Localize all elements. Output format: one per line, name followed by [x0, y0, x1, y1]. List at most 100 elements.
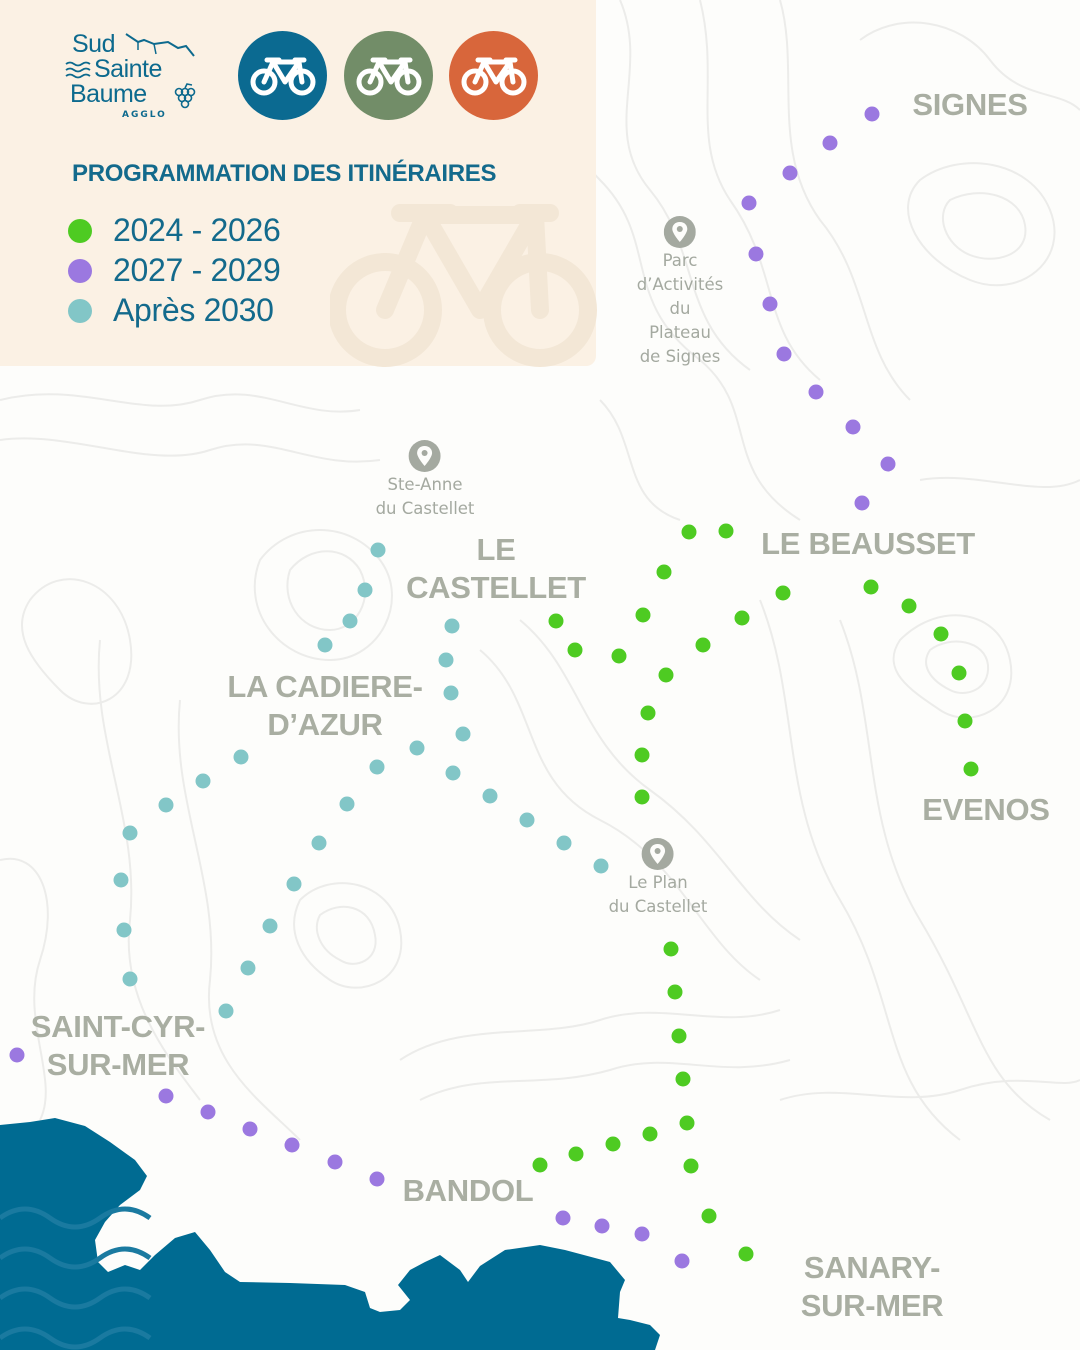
legend-item-2024-2026: 2024 - 2026 [68, 212, 281, 249]
topographic-contours [0, 0, 1080, 1141]
route-dot [845, 419, 861, 435]
route-dot [933, 626, 949, 642]
bicycle-icon [250, 57, 315, 95]
route-dot [963, 761, 979, 777]
map-pin-icon [408, 440, 441, 472]
route-dot [443, 685, 459, 701]
route-dot [568, 1146, 584, 1162]
route-dot [317, 637, 333, 653]
route-dot [339, 796, 355, 812]
town-label: SANARY- SUR-MER [800, 1250, 944, 1323]
route-dot [532, 1157, 548, 1173]
town-label: SAINT-CYR- SUR-MER [30, 1009, 206, 1082]
town-label: LE CASTELLET [406, 532, 586, 605]
route-dot [808, 384, 824, 400]
poi-label: Parc d’Activités du Plateau de Signes [636, 251, 724, 366]
route-dot [901, 598, 917, 614]
route-dot [683, 1158, 699, 1174]
legend-dot-green [68, 218, 92, 243]
poi-marker: Le Plan du Castellet [608, 838, 708, 919]
sea [0, 1118, 660, 1350]
route-dot [556, 835, 572, 851]
sud-sainte-baume-logo: Sud Sainte Baume AGGLO [62, 28, 202, 123]
route-dot [593, 858, 609, 874]
route-dot [409, 740, 425, 756]
route-dot [634, 747, 650, 763]
legend-title: PROGRAMMATION DES ITINÉRAIRES [72, 160, 497, 187]
route-dot [122, 971, 138, 987]
route-dot [342, 613, 358, 629]
route-dot [594, 1218, 610, 1234]
route-dot [122, 825, 138, 841]
logo-line-1: Sud [72, 30, 115, 58]
route-dot [741, 195, 757, 211]
route-dot [369, 759, 385, 775]
route-dot [357, 582, 373, 598]
route-dot [957, 713, 973, 729]
bicycle-icon [461, 57, 526, 95]
legend-label: 2027 - 2029 [113, 252, 281, 288]
bike-badge-green [344, 31, 433, 120]
town-label: LE BEAUSSET [761, 526, 975, 562]
route-dot [284, 1137, 300, 1153]
route-dot [667, 984, 683, 1000]
logo-line-2: Sainte [94, 55, 162, 83]
route-dot [611, 648, 627, 664]
route-dot [113, 872, 129, 888]
route-dot [286, 876, 302, 892]
legend-item-apres-2030: Après 2030 [68, 292, 274, 329]
route-dot [695, 637, 711, 653]
logo-subtitle: AGGLO [122, 110, 167, 120]
route-dot [116, 922, 132, 938]
route-dot [822, 135, 838, 151]
route-dot [951, 665, 967, 681]
route-dot [854, 495, 870, 511]
poi-label: Le Plan du Castellet [608, 873, 708, 916]
route-dot [734, 610, 750, 626]
route-dot [782, 165, 798, 181]
route-dot [762, 296, 778, 312]
route-dot [482, 788, 498, 804]
route-dot [455, 726, 471, 742]
route-dot [656, 564, 672, 580]
route-dot [671, 1028, 687, 1044]
poi-marker: Ste-Anne du Castellet [375, 440, 475, 521]
route-dot [679, 1115, 695, 1131]
legend-panel: Sud Sainte Baume AGGLO PROGRAMMATION DES… [0, 0, 597, 367]
route-dot [775, 585, 791, 601]
legend-dot-purple [68, 258, 92, 283]
route-dot [634, 1226, 650, 1242]
route-dot [640, 705, 656, 721]
route-dot [864, 106, 880, 122]
route-dot [567, 642, 583, 658]
legend-label: 2024 - 2026 [113, 212, 281, 248]
route-dot [444, 618, 460, 634]
route-dot [776, 346, 792, 362]
town-label: SIGNES [912, 87, 1028, 123]
legend-item-2027-2029: 2027 - 2029 [68, 252, 281, 289]
route-dot [158, 797, 174, 813]
route-dot [445, 765, 461, 781]
route-dot [311, 835, 327, 851]
bike-badge-orange [449, 31, 538, 120]
route-dot [738, 1246, 754, 1262]
route-dot [262, 918, 278, 934]
route-dot [519, 812, 535, 828]
bicycle-icon [356, 57, 421, 95]
route-dot [635, 607, 651, 623]
route-dot [555, 1210, 571, 1226]
grapes-icon [174, 83, 196, 109]
route-dot [548, 613, 564, 629]
route-dot [195, 773, 211, 789]
route-dot [242, 1121, 258, 1137]
logo-line-3: Baume [70, 80, 147, 108]
poi-label: Ste-Anne du Castellet [375, 475, 475, 518]
bike-badge-blue [238, 31, 327, 120]
route-dot [218, 1003, 234, 1019]
watermark-bicycle-icon [330, 204, 597, 367]
legend-label: Après 2030 [113, 292, 274, 328]
route-dot [748, 246, 764, 262]
route-dot [438, 652, 454, 668]
route-dot [369, 1171, 385, 1187]
sea-waves [0, 1206, 152, 1350]
